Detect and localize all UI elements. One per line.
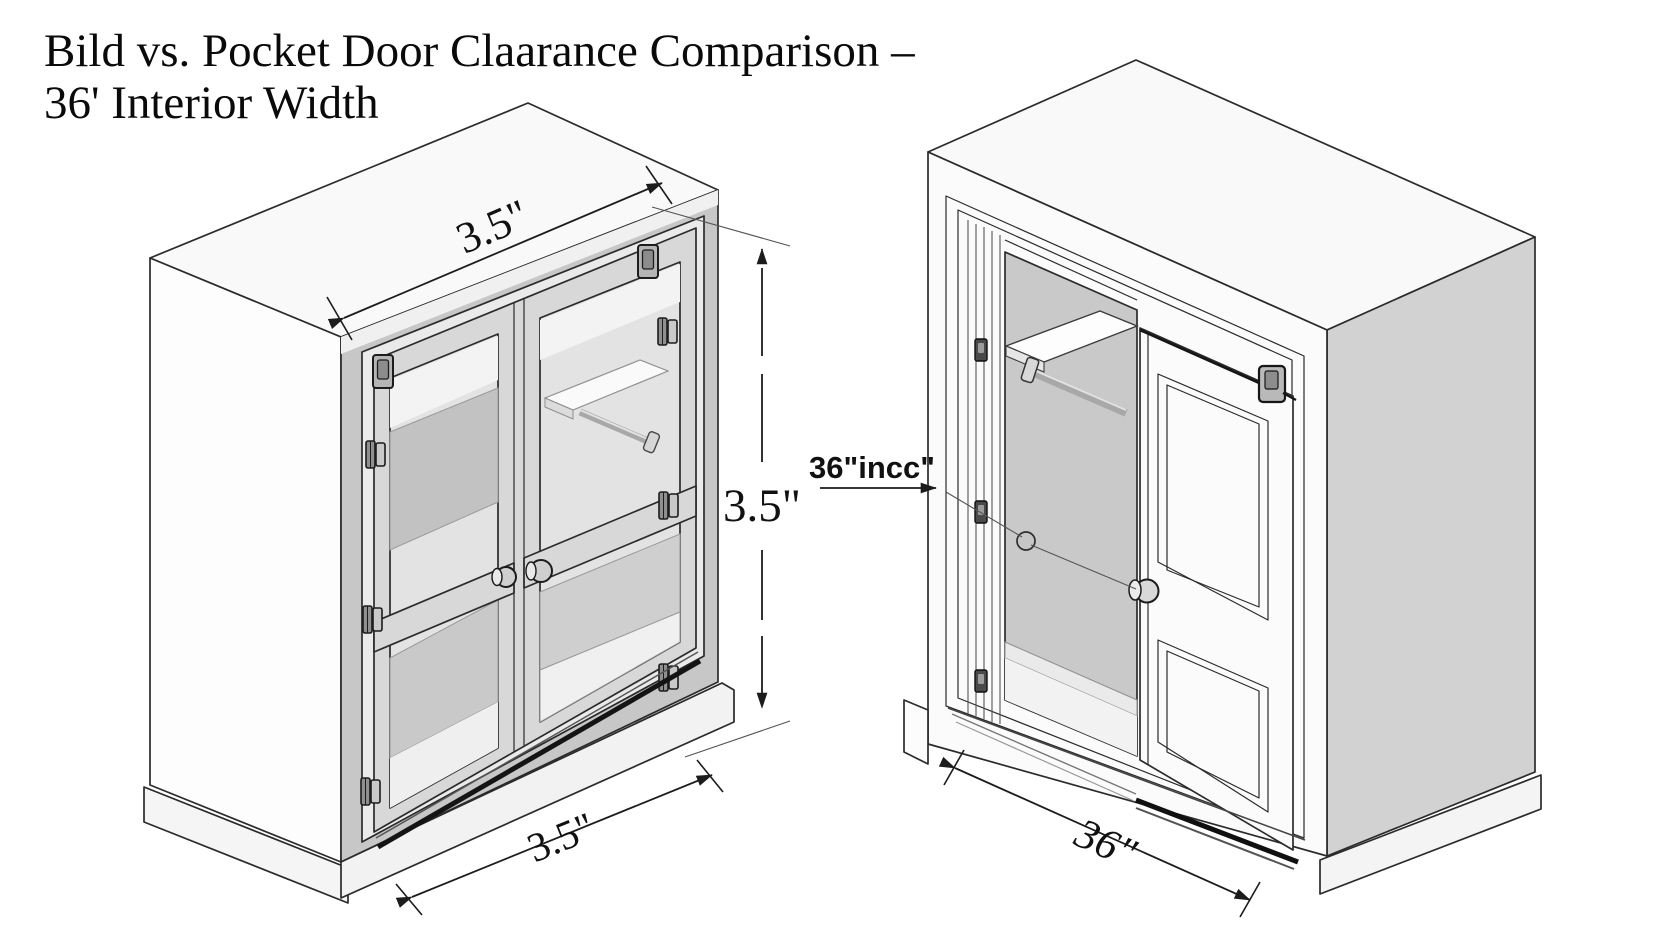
left-closet-side-face	[149, 257, 342, 863]
dim-label-bottom-right: 36"	[1067, 809, 1144, 878]
interior-shelf-edge	[544, 397, 574, 420]
left-door-interior-shadow	[389, 387, 499, 551]
pocket-door-lower-panel-inner	[1166, 650, 1260, 799]
pocket-door-top-track	[1139, 328, 1267, 388]
right-closet-side-baseboard	[1319, 774, 1542, 895]
right-closet-side-face	[1326, 236, 1536, 857]
right-door-interior-floor	[539, 611, 681, 723]
title-line-1: Bild vs. Pocket Door Claarance Compariso…	[44, 25, 915, 77]
dim-label-bottom: 3.5"	[521, 803, 601, 871]
pocket-door-upper-panel-inner	[1166, 384, 1260, 608]
back-wall-knob	[1016, 531, 1036, 551]
door-top-clip-right	[637, 244, 659, 279]
pocket-door-roller-bracket	[1257, 364, 1297, 404]
jamb-clip-icon	[974, 500, 988, 524]
title-line-2: 36' Interior Width	[44, 77, 379, 129]
interior-floor	[1005, 658, 1137, 756]
hinge-icon	[362, 605, 383, 634]
jamb-clip-icon	[974, 338, 988, 362]
closet-hanging-rod	[1034, 370, 1128, 417]
left-door-glass-reflection	[390, 336, 498, 428]
pocket-door-knob	[1128, 578, 1160, 604]
pocket-door-lower-panel	[1157, 639, 1269, 813]
header-underside-line	[1004, 239, 1138, 301]
left-door-knob	[491, 566, 517, 588]
pocket-door-panel	[1139, 327, 1294, 851]
right-closet-left-plinth	[903, 699, 929, 765]
page-title: Bild vs. Pocket Door Claarance Compariso…	[44, 25, 915, 129]
bifold-closet-figure: 3.5" 3.5" 3.5"	[143, 102, 801, 916]
right-door-knob	[525, 559, 553, 583]
rod-bracket	[1020, 356, 1040, 384]
pocket-closet-figure: 36"incc" 36"	[809, 59, 1542, 918]
hinge-icon	[360, 777, 381, 806]
door-top-clip-left	[372, 354, 394, 389]
hinge-icon	[365, 440, 386, 469]
callout-label: 36"incc"	[809, 450, 935, 485]
pocket-door-upper-panel	[1157, 373, 1269, 621]
hinge-icon	[657, 317, 678, 346]
hinge-icon	[658, 491, 679, 520]
closet-rod-highlight	[1035, 370, 1127, 411]
left-closet-side-baseboard	[143, 786, 349, 904]
clearance-callout: 36"incc"	[809, 450, 1137, 590]
jamb-reveal-lines	[967, 220, 1001, 724]
dimension-side: 3.5"	[651, 206, 801, 758]
rod-end-cap	[642, 431, 661, 454]
dim-label-side: 3.5"	[723, 480, 801, 532]
doorway-trim-outer	[945, 195, 1305, 839]
interior-hanging-rod	[578, 408, 652, 446]
jamb-clip-icon	[974, 669, 988, 693]
interior-rod-highlight	[579, 409, 651, 441]
